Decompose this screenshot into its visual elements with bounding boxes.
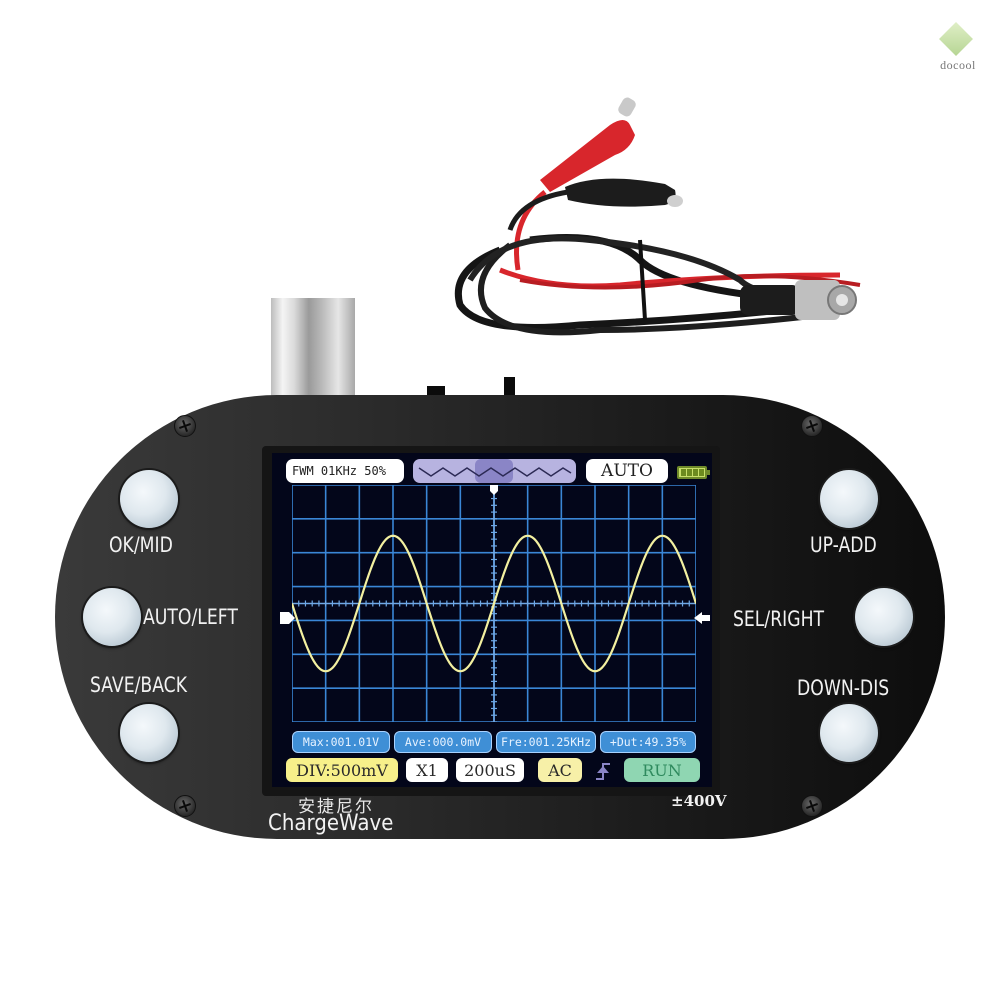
waveform-plot: [292, 485, 696, 722]
ground-level-marker[interactable]: [280, 612, 296, 624]
probe-cable: [454, 97, 861, 336]
save-back-button[interactable]: [120, 704, 178, 762]
run-stop-status[interactable]: RUN: [624, 758, 700, 782]
sel-right-label: SEL/RIGHT: [733, 607, 825, 631]
up-add-label: UP-ADD: [810, 533, 877, 557]
brand-name: ChargeWave: [268, 811, 394, 836]
sel-right-button[interactable]: [855, 588, 913, 646]
up-add-button[interactable]: [820, 470, 878, 528]
waveform-position-bar[interactable]: [413, 459, 576, 483]
voltage-rating-label: ±400V: [671, 792, 727, 810]
auto-left-label: AUTO/LEFT: [143, 605, 238, 629]
trigger-level-marker[interactable]: [694, 612, 710, 624]
battery-full-icon: [677, 466, 710, 479]
power-switch[interactable]: [427, 386, 445, 396]
trigger-position-marker[interactable]: [490, 485, 498, 495]
ok-mid-button[interactable]: [120, 470, 178, 528]
trigger-mode-label[interactable]: AUTO: [586, 459, 668, 483]
screw-icon: [174, 415, 196, 437]
generator-mode-label: FWM 01KHz 50%: [286, 459, 404, 483]
leaf-icon: [939, 22, 973, 56]
down-dis-label: DOWN-DIS: [797, 676, 890, 700]
lcd-screen: FWM 01KHz 50% AUTO Max:001.01V Ave:000.0…: [272, 453, 712, 787]
usb-port-tab: [504, 377, 515, 396]
brand-name-chinese: 安捷尼尔: [298, 797, 374, 817]
auto-left-button[interactable]: [83, 588, 141, 646]
down-dis-button[interactable]: [820, 704, 878, 762]
max-voltage-readout: Max:001.01V: [292, 731, 390, 753]
view-window-indicator: [475, 459, 513, 483]
frequency-readout: Fre:001.25KHz: [496, 731, 596, 753]
save-back-label: SAVE/BACK: [90, 673, 188, 697]
rising-edge-icon[interactable]: [594, 761, 612, 781]
watermark-logo: docool: [928, 22, 988, 80]
bnc-input-connector[interactable]: [271, 298, 355, 396]
probe-multiplier-setting[interactable]: X1: [406, 758, 448, 782]
ok-mid-label: OK/MID: [109, 533, 173, 557]
screw-icon: [801, 795, 823, 817]
volts-per-div-setting[interactable]: DIV:500mV: [286, 758, 398, 782]
watermark-text: docool: [940, 58, 976, 72]
average-voltage-readout: Ave:000.0mV: [394, 731, 492, 753]
coupling-setting[interactable]: AC: [538, 758, 582, 782]
screw-icon: [174, 795, 196, 817]
duty-cycle-readout: +Dut:49.35%: [600, 731, 696, 753]
screw-icon: [801, 415, 823, 437]
timebase-setting[interactable]: 200uS: [456, 758, 524, 782]
waveform-thumbnail-icon: [418, 467, 572, 477]
